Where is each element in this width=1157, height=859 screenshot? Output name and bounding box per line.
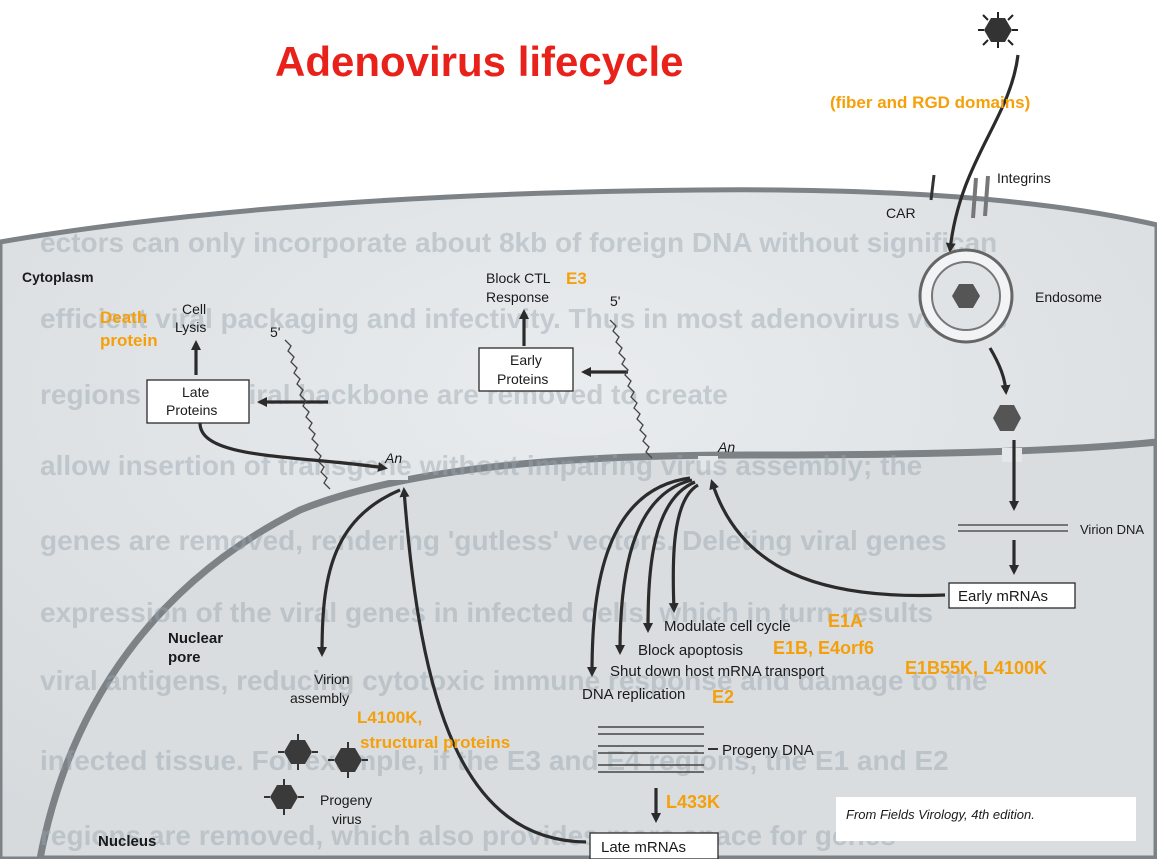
svg-text:ectors can only incorporate ab: ectors can only incorporate about 8kb of… [40, 227, 997, 258]
svg-text:genes are removed, rendering ': genes are removed, rendering 'gutless' v… [40, 525, 947, 556]
late-proteins-label-2: Proteins [166, 402, 217, 418]
fn-text-cell-cycle: Modulate cell cycle [664, 618, 791, 635]
endosome [920, 250, 1012, 342]
entry-note: (fiber and RGD domains) [830, 93, 1030, 112]
progeny-virus-label-1: Progeny [320, 792, 372, 808]
block-ctl-label-1: Block CTL [486, 270, 551, 286]
svg-text:viral antigens, reducing cytot: viral antigens, reducing cytotoxic immun… [40, 665, 988, 696]
late-mrnas-label: Late mRNAs [601, 839, 686, 856]
source-note: From Fields Virology, 4th edition. [846, 807, 1035, 822]
fn-gene-apoptosis: E1B, E4orf6 [773, 638, 874, 658]
progeny-dna-label: Progeny DNA [722, 742, 814, 759]
page-title: Adenovirus lifecycle [275, 38, 684, 85]
death-protein-label-2: protein [100, 331, 158, 350]
block-ctl-gene: E3 [566, 269, 587, 288]
nucleus-label: Nucleus [98, 833, 156, 850]
car-label: CAR [886, 205, 916, 221]
early-proteins-label-2: Proteins [497, 371, 548, 387]
early-proteins-label-1: Early [510, 352, 542, 368]
virus-icon [978, 12, 1018, 48]
fn-text-dna-replication: DNA replication [582, 686, 685, 703]
nuclear-pore-label-1: Nuclear [168, 630, 223, 647]
nuclear-pore-gap-far [1002, 448, 1022, 462]
early-five-prime: 5' [610, 293, 620, 309]
endosome-label: Endosome [1035, 289, 1102, 305]
virion-assembly-label-1: Virion [314, 671, 350, 687]
virion-assembly-label-2: assembly [290, 690, 349, 706]
fn-gene-cell-cycle: E1A [828, 611, 863, 631]
block-ctl-label-2: Response [486, 289, 549, 305]
fn-text-mrna-transport: Shut down host mRNA transport [610, 663, 825, 680]
svg-text:allow insertion of transgene w: allow insertion of transgene without imp… [40, 450, 922, 481]
nuclear-pore-label-2: pore [168, 649, 201, 666]
death-protein-label-1: Death [100, 308, 147, 327]
integrins-label: Integrins [997, 170, 1051, 186]
late-five-prime: 5' [270, 324, 280, 340]
fn-gene-dna-replication: E2 [712, 687, 734, 707]
assembly-gene-2: structural proteins [360, 733, 510, 752]
early-poly-a: An [717, 439, 735, 455]
cell-lysis-label-1: Cell [182, 301, 206, 317]
assembly-gene-1: L4100K, [357, 708, 422, 727]
svg-text:regions of the viral backbone: regions of the viral backbone are remove… [40, 379, 728, 410]
cytoplasm-label: Cytoplasm [22, 269, 94, 285]
fn-text-apoptosis: Block apoptosis [638, 642, 743, 659]
late-mrna-gene: L433K [666, 792, 720, 812]
svg-text:expression of the viral genes: expression of the viral genes in infecte… [40, 597, 933, 628]
late-poly-a: An [384, 450, 402, 466]
late-proteins-label-1: Late [182, 384, 209, 400]
virion-dna-label: Virion DNA [1080, 522, 1144, 537]
cell-lysis-label-2: Lysis [175, 319, 206, 335]
svg-text:regions are removed, which als: regions are removed, which also provides… [40, 820, 896, 851]
fn-gene-mrna-transport: E1B55K, L4100K [905, 658, 1047, 678]
progeny-virus-label-2: virus [332, 811, 362, 827]
early-mrnas-label: Early mRNAs [958, 588, 1048, 605]
